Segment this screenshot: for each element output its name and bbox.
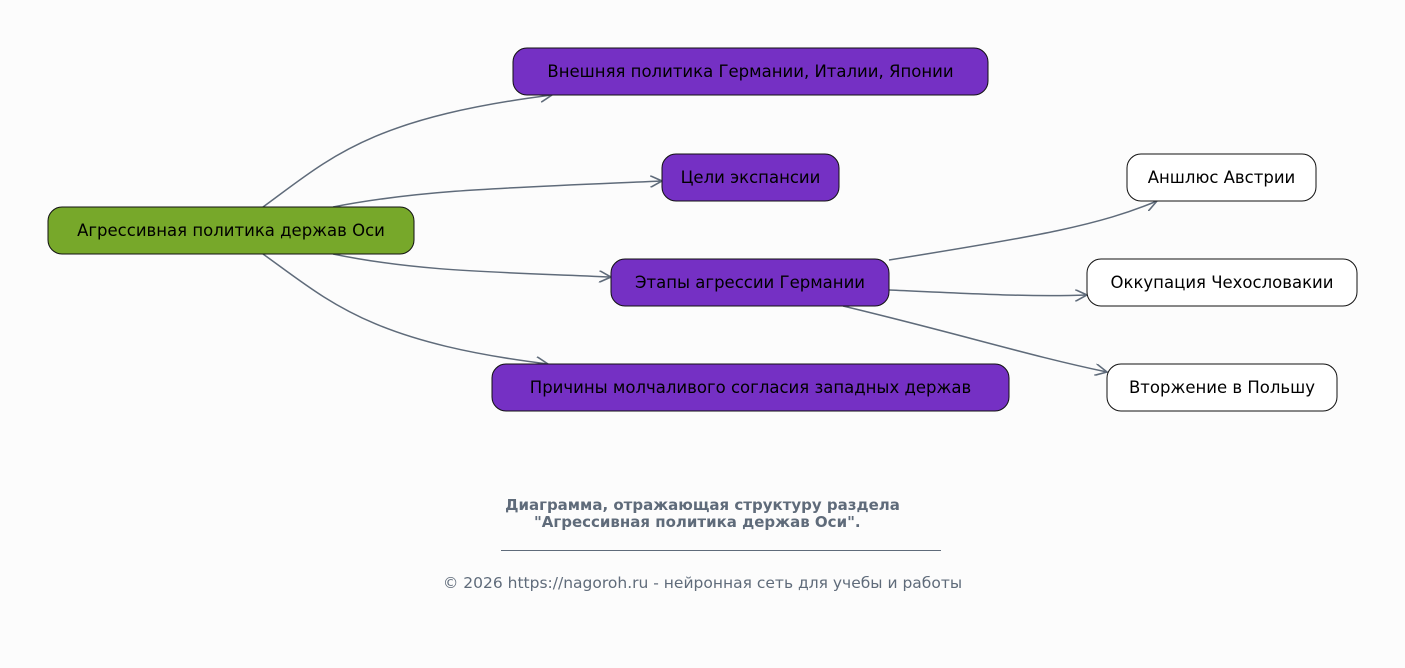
copyright-text: © 2026 https://nagoroh.ru - нейронная се… — [442, 574, 963, 592]
edge-root-goals — [332, 181, 662, 208]
stage-node-label: Оккупация Чехословакии — [1111, 273, 1334, 292]
diagram-caption: Диаграмма, отражающая структуру раздела … — [0, 497, 1405, 531]
caption-line-1: Диаграмма, отражающая структуру раздела — [505, 496, 900, 514]
stage-node-label: Аншлюс Австрии — [1148, 168, 1296, 187]
edge-stages-anschluss — [888, 201, 1157, 261]
section-node-label: Цели экспансии — [681, 168, 821, 187]
section-node-foreign-policy[interactable]: Внешняя политика Германии, Италии, Япони… — [512, 47, 989, 96]
caption-line-2: "Агрессивная политика держав Оси". — [523, 513, 882, 531]
stage-node-czech[interactable]: Оккупация Чехословакии — [1086, 258, 1358, 307]
section-node-goals[interactable]: Цели экспансии — [661, 153, 840, 202]
edge-root-foreign-policy — [262, 95, 552, 208]
section-node-label: Этапы агрессии Германии — [635, 273, 865, 292]
stage-node-label: Вторжение в Польшу — [1129, 378, 1315, 397]
stage-node-anschluss[interactable]: Аншлюс Австрии — [1126, 153, 1317, 202]
edge-root-stages — [332, 253, 611, 277]
edge-root-reasons — [262, 253, 548, 364]
edge-stages-czech — [888, 290, 1087, 296]
section-node-label: Причины молчаливого согласия западных де… — [530, 378, 971, 397]
edge-stages-poland — [842, 305, 1107, 372]
section-node-label: Внешняя политика Германии, Италии, Япони… — [547, 62, 953, 81]
section-node-reasons[interactable]: Причины молчаливого согласия западных де… — [491, 363, 1010, 412]
section-node-stages[interactable]: Этапы агрессии Германии — [610, 258, 890, 307]
divider — [501, 550, 941, 551]
root-node-label: Агрессивная политика держав Оси — [77, 221, 385, 240]
stage-node-poland[interactable]: Вторжение в Польшу — [1106, 363, 1338, 412]
root-node[interactable]: Агрессивная политика держав Оси — [47, 206, 415, 255]
